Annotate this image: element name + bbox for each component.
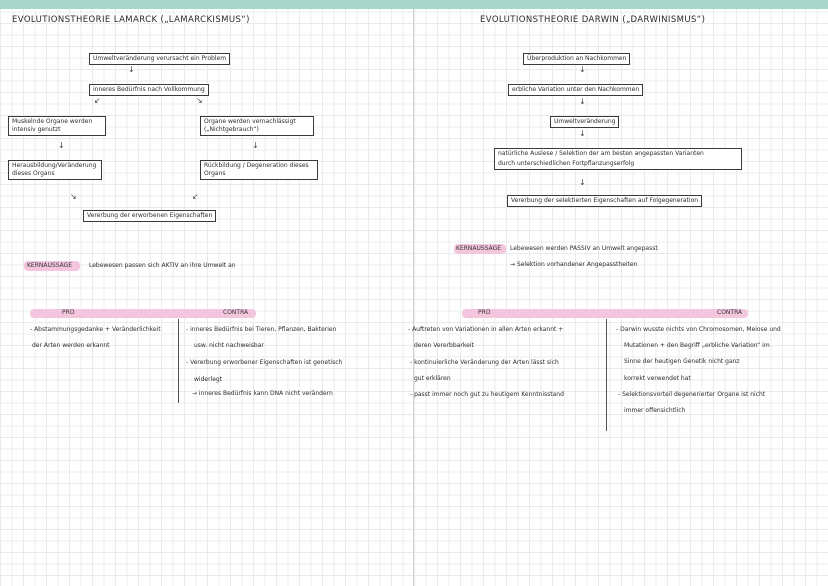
- arrow-down-icon: ↓: [579, 129, 586, 138]
- top-color-band: [0, 0, 828, 9]
- box-line: durch unterschiedlichen Fortpflanzungser…: [498, 160, 635, 167]
- darwin-box-umweltveraenderung: Umweltveränderung: [550, 116, 620, 128]
- box-line: natürliche Auslese / Selektion der am be…: [498, 150, 704, 157]
- arrow-down-icon: ↓: [128, 65, 135, 74]
- arrow-down-right-icon: ↘: [196, 96, 203, 105]
- arrow-down-icon: ↓: [252, 141, 259, 150]
- lamarck-title: EVOLUTIONSTHEORIE LAMARCK („LAMARCKISMUS…: [12, 15, 250, 25]
- darwin-contra-label: CONTRA: [717, 309, 743, 316]
- arrow-down-icon: ↓: [58, 141, 65, 150]
- lamarck-pro-line: - Abstammungsgedanke + Veränderlichkeit: [30, 326, 161, 333]
- darwin-pro-label: PRO: [478, 309, 491, 316]
- darwin-title: EVOLUTIONSTHEORIE DARWIN („DARWINISMUS“): [480, 15, 706, 25]
- box-line: intensiv genutzt: [12, 126, 61, 133]
- lamarck-kernaussage-text: Lebewesen passen sich AKTIV an ihre Umwe…: [89, 262, 236, 269]
- darwin-contra-line: - Darwin wusste nichts von Chromosomen, …: [616, 326, 781, 333]
- lamarck-box-beduerfnis: inneres Bedürfnis nach Vollkommung: [89, 84, 209, 96]
- lamarck-box-rueckbildung: Rückbildung / Degeneration dieses Organs: [200, 160, 318, 180]
- darwin-contra-line: - Selektionsvorteil degenerierter Organe…: [618, 391, 766, 398]
- lamarck-contra-label: CONTRA: [223, 309, 249, 316]
- lamarck-pro-line: der Arten werden erkannt: [32, 342, 110, 349]
- lamarck-box-herausbildung: Herausbildung/Veränderung dieses Organs: [8, 160, 102, 180]
- lamarck-box-vernachlaessigt: Organe werden vernachlässigt („Nichtgebr…: [200, 116, 314, 136]
- arrow-down-icon: ↓: [579, 178, 586, 187]
- darwin-kernaussage-text: Lebewesen werden PASSIV an Umwelt angepa…: [510, 245, 658, 252]
- box-line: Herausbildung/Veränderung: [12, 162, 97, 169]
- lamarck-contra-line: - inneres Bedürfnis bei Tieren, Pflanzen…: [186, 326, 337, 333]
- darwin-contra-line: Mutationen + den Begriff „erbliche Varia…: [624, 342, 770, 349]
- box-line: Organe werden vernachlässigt: [204, 118, 296, 125]
- lamarck-box-vererbung: Vererbung der erworbenen Eigenschaften: [83, 210, 217, 222]
- kernaussage-highlight: [24, 261, 80, 271]
- darwin-pro-line: gut erklären: [414, 375, 451, 382]
- darwin-kernaussage-text: → Selektion vorhandener Angepasstheiten: [510, 261, 638, 268]
- darwin-pro-line: - Auftreten von Variationen in allen Art…: [408, 326, 564, 333]
- arrow-down-icon: ↓: [579, 97, 586, 106]
- lamarck-contra-line: → inneres Bedürfnis kann DNA nicht verän…: [192, 390, 333, 397]
- pro-contra-divider: [606, 319, 607, 431]
- darwin-contra-line: immer offensichtlich: [624, 407, 686, 414]
- box-line: Organs: [204, 170, 226, 177]
- lamarck-box-umweltveraenderung: Umweltveränderung verursacht ein Problem: [89, 53, 231, 65]
- lamarck-kernaussage-label: KERNAUSSAGE: [27, 262, 73, 269]
- box-line: („Nichtgebrauch“): [204, 126, 259, 133]
- box-line: Rückbildung / Degeneration dieses: [204, 162, 309, 169]
- pro-contra-divider: [178, 319, 179, 403]
- darwin-box-vererbung: Vererbung der selektierten Eigenschaften…: [507, 195, 703, 207]
- box-line: dieses Organs: [12, 170, 55, 177]
- box-line: Muskelnde Organe werden: [12, 118, 93, 125]
- darwin-contra-line: korrekt verwendet hat: [624, 375, 691, 382]
- page-divider: [413, 9, 414, 586]
- pro-contra-highlight: [462, 309, 748, 318]
- arrow-down-icon: ↓: [579, 65, 586, 74]
- arrow-down-left-icon: ↙: [192, 192, 199, 201]
- darwin-box-selektion: natürliche Auslese / Selektion der am be…: [494, 148, 742, 170]
- lamarck-contra-line: - Vererbung erworbener Eigenschaften ist…: [186, 359, 343, 366]
- darwin-contra-line: Sinne der heutigen Genetik nicht ganz: [624, 358, 740, 365]
- darwin-box-variation: erbliche Variation unter den Nachkommen: [508, 84, 644, 96]
- darwin-pro-line: - passt immer noch gut zu heutigem Kennt…: [410, 391, 564, 398]
- lamarck-box-genutzt: Muskelnde Organe werden intensiv genutzt: [8, 116, 106, 136]
- lamarck-contra-line: usw. nicht nachweisbar: [194, 342, 264, 349]
- arrow-down-right-icon: ↘: [70, 192, 77, 201]
- darwin-kernaussage-label: KERNAUSSAGE: [456, 245, 502, 252]
- lamarck-contra-line: widerlegt: [194, 376, 223, 383]
- arrow-down-left-icon: ↙: [94, 96, 101, 105]
- kernaussage-highlight: [454, 244, 506, 254]
- pro-contra-highlight: [30, 309, 256, 318]
- darwin-pro-line: deren Vererbbarkeit: [414, 342, 474, 349]
- lamarck-pro-label: PRO: [62, 309, 75, 316]
- darwin-pro-line: - kontinuierliche Veränderung der Arten …: [410, 359, 559, 366]
- darwin-box-ueberproduktion: Überproduktion an Nachkommen: [523, 53, 631, 65]
